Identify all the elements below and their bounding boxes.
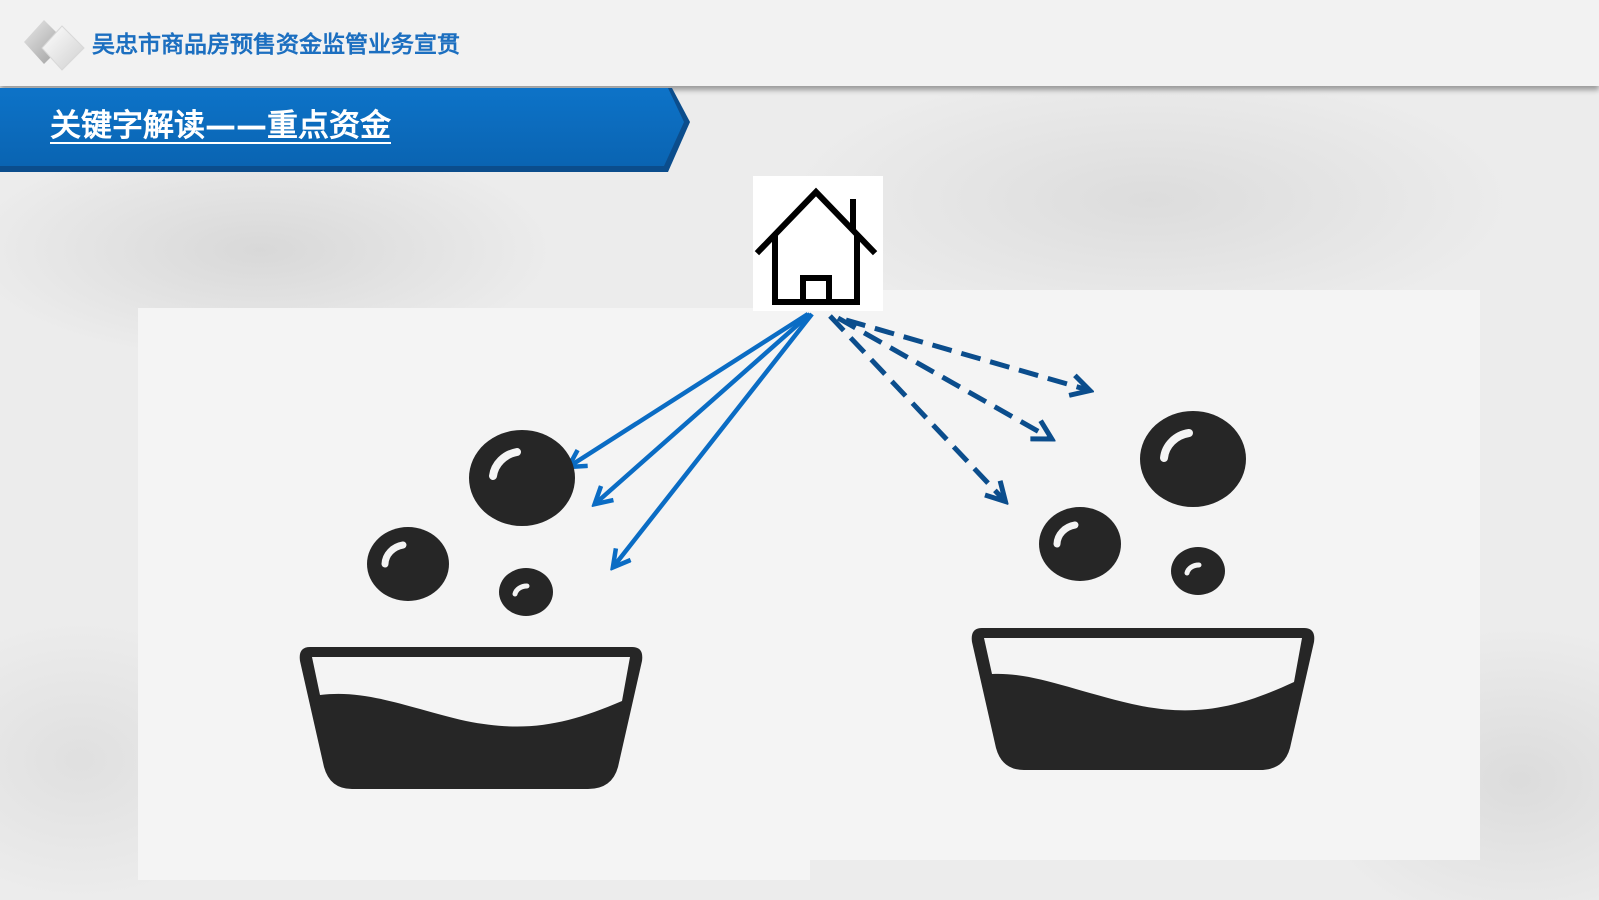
bubble-icon [367,527,449,601]
header-bar [0,0,1599,86]
left-panel [138,308,810,880]
diamond-logo-icon [24,20,85,71]
water-basin-icon [299,647,643,789]
house-icon [754,187,878,305]
water-basin-icon [971,628,1315,770]
right-panel [800,290,1480,860]
bubble-icon [1140,411,1246,507]
bubble-icon [1171,547,1225,595]
bubble-icon [469,430,575,526]
bubble-icon [1039,507,1121,581]
section-banner [0,88,690,172]
presentation-title: 吴忠市商品房预售资金监管业务宣贯 [92,32,460,58]
section-title: 关键字解读——重点资金 [50,108,391,144]
bubble-icon [499,568,553,616]
